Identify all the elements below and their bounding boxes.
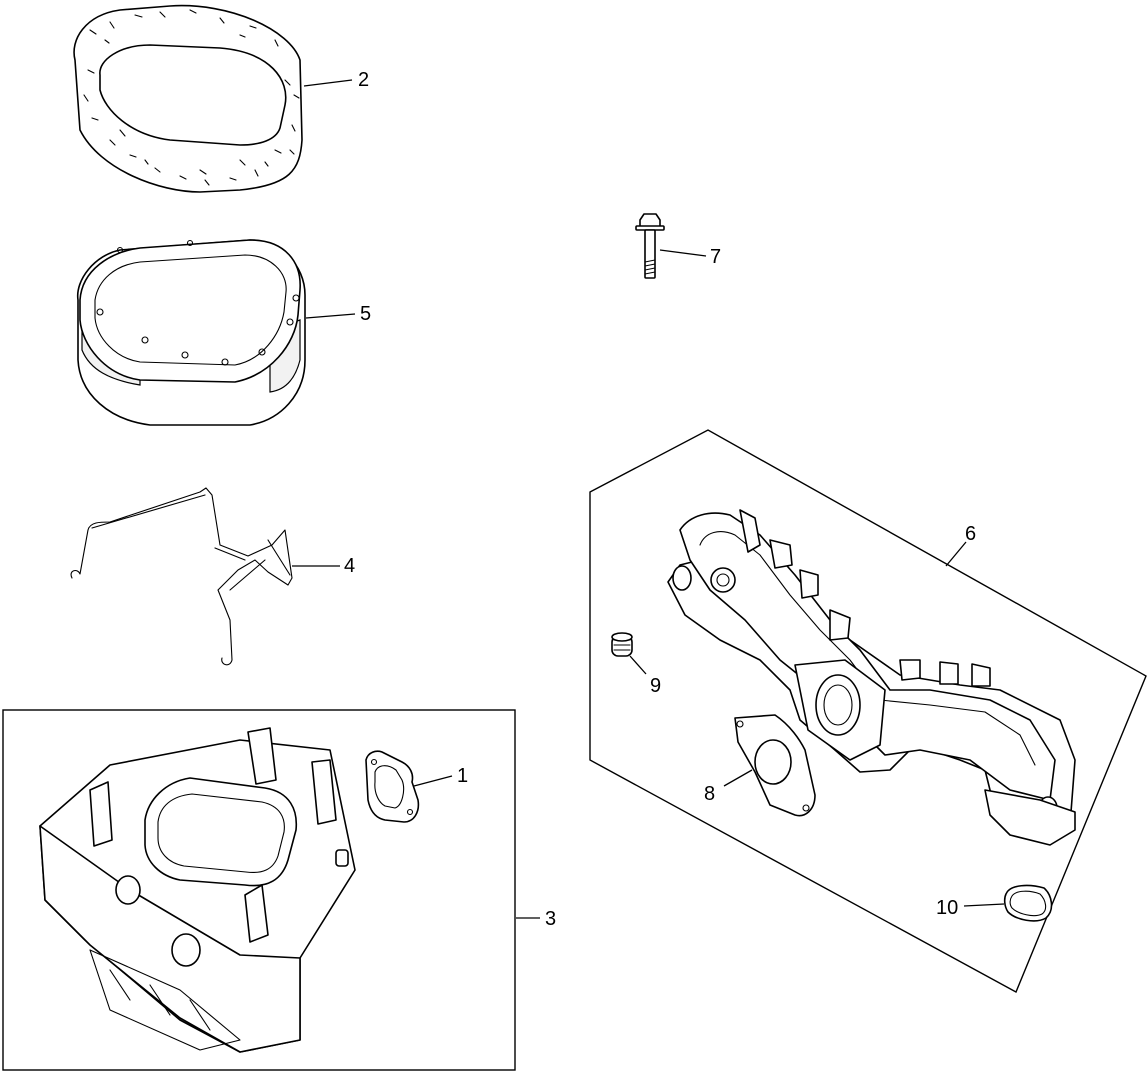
leader-7 [659, 249, 707, 257]
part-1-gasket [365, 750, 420, 823]
part-3-air-cleaner-base [39, 727, 356, 1053]
leader-6 [945, 541, 967, 567]
leader-5 [305, 313, 356, 319]
leader-2 [303, 79, 353, 87]
callout-4: 4 [344, 555, 355, 577]
leader-9 [629, 655, 647, 675]
leader-1 [413, 775, 453, 787]
callout-3: 3 [545, 908, 556, 930]
leader-8 [723, 769, 753, 787]
callout-5: 5 [360, 303, 371, 325]
callout-9: 9 [650, 675, 661, 697]
part-10-o-ring [1003, 884, 1053, 922]
group-6-frame [589, 429, 1147, 993]
part-4-retaining-clip [70, 487, 293, 666]
callout-1: 1 [457, 765, 468, 787]
part-5-filter-element [77, 239, 306, 426]
leader-10 [963, 903, 1005, 907]
callout-7: 7 [710, 246, 721, 268]
group-3-frame [2, 709, 516, 1071]
callout-10: 10 [936, 897, 958, 919]
part-6-intake-manifold [667, 509, 1076, 846]
part-7-bolt [635, 213, 665, 279]
part-8-manifold-gasket [734, 714, 816, 817]
callout-8: 8 [704, 783, 715, 805]
part-9-plug [611, 632, 633, 657]
callout-2: 2 [358, 69, 369, 91]
callout-6: 6 [965, 523, 976, 545]
part-2-precleaner-sleeve [73, 4, 303, 193]
